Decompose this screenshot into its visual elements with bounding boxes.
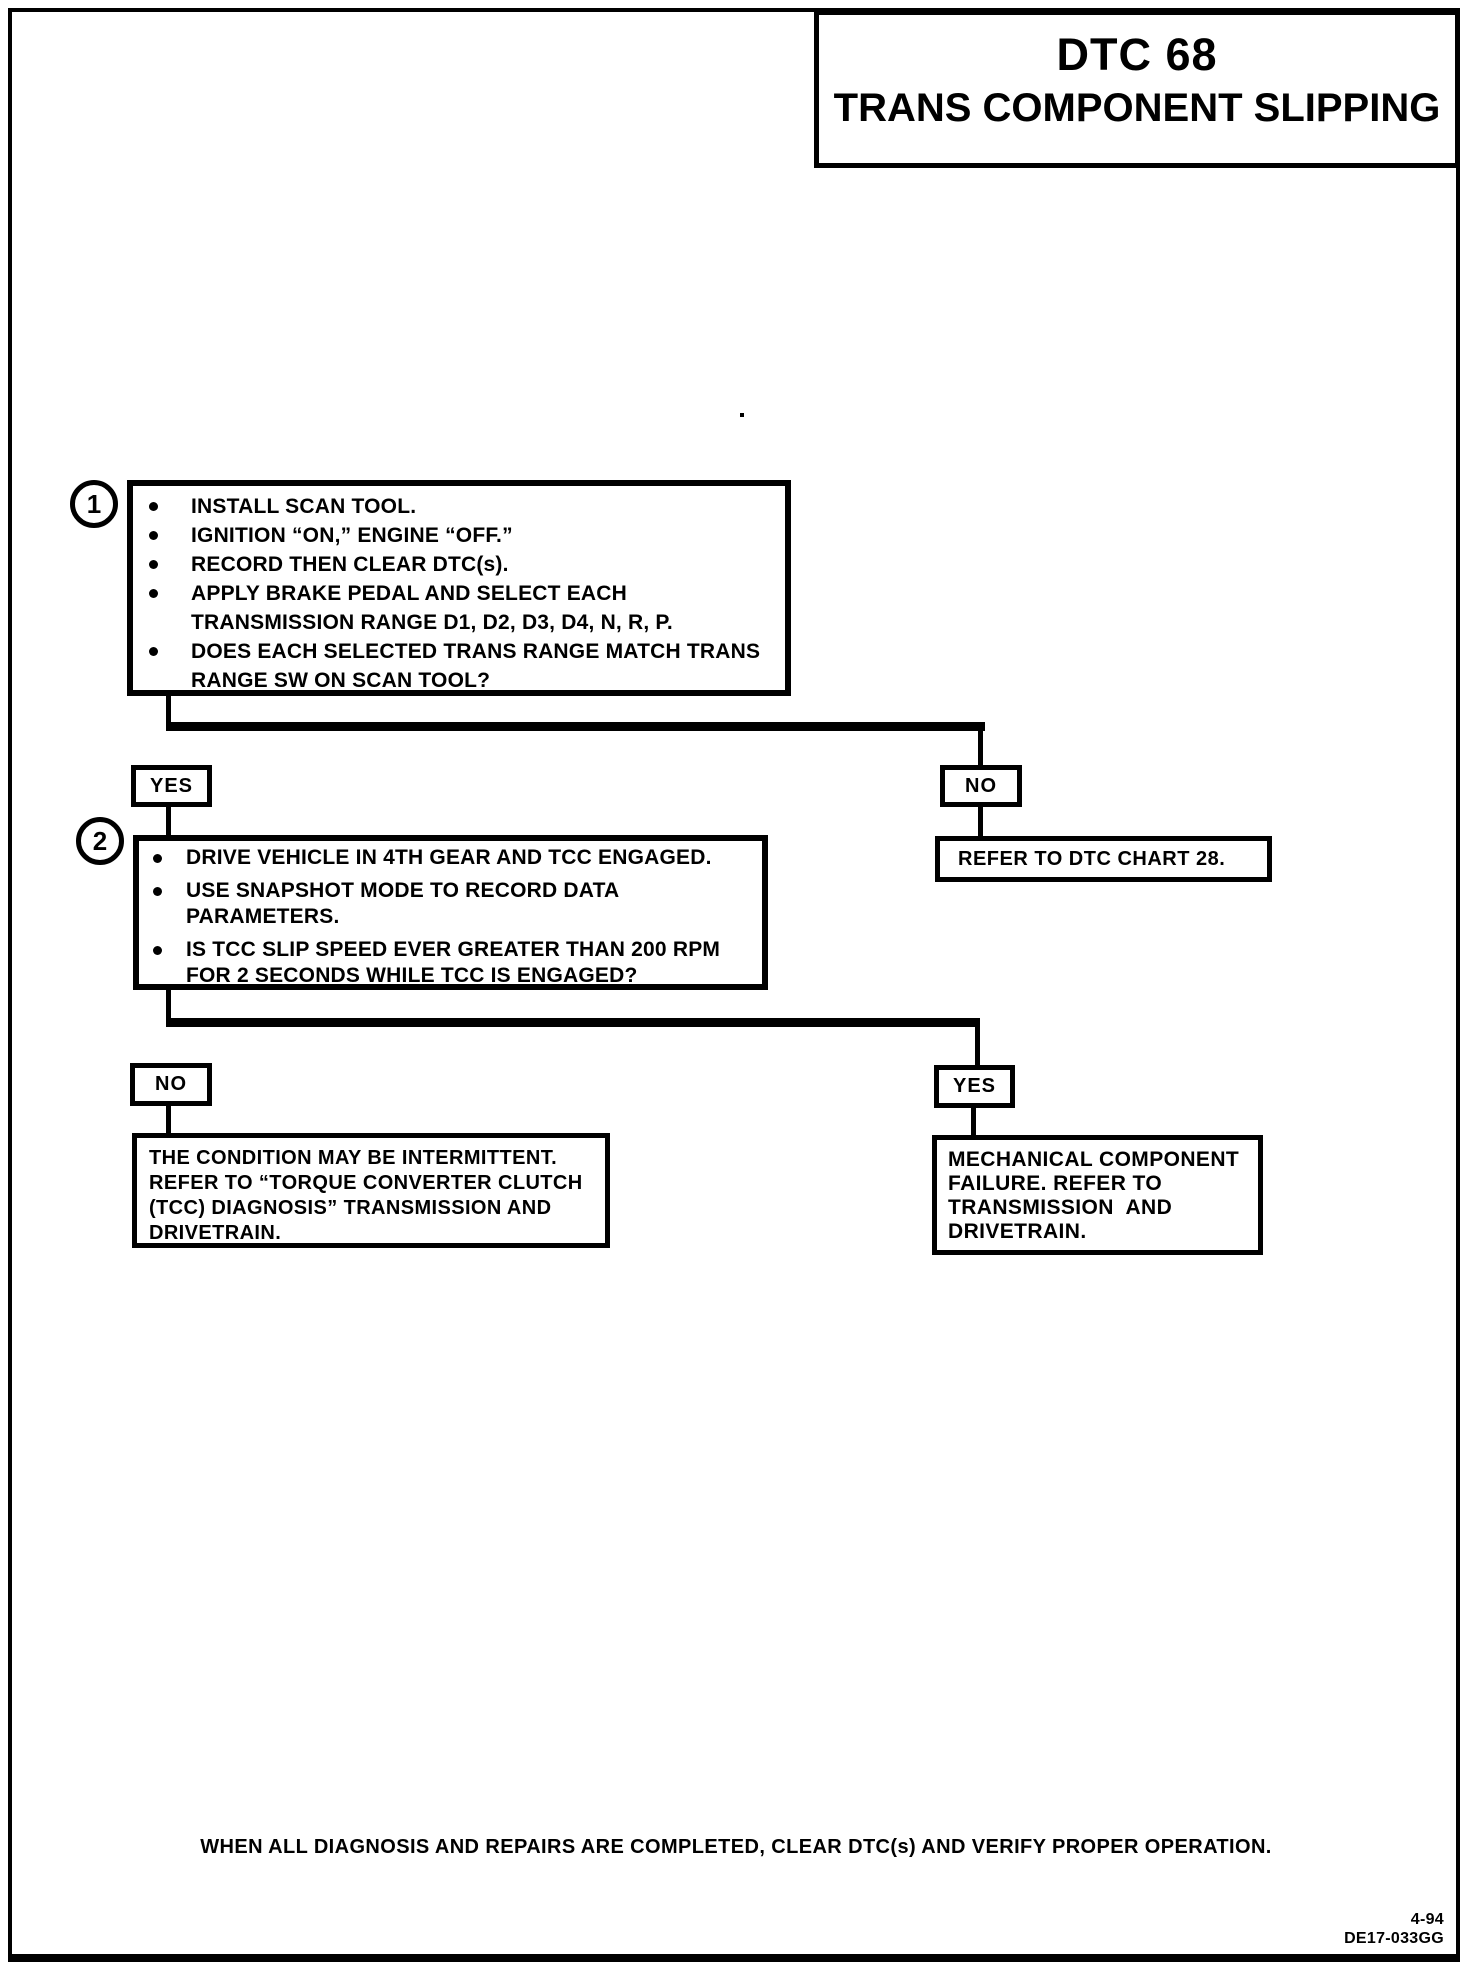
bullet-icon [149, 647, 158, 656]
bullet-item: RECORD THEN CLEAR DTC(s). [149, 550, 777, 579]
flow-line-step2-yes-drop2 [971, 1106, 976, 1137]
bullet-text: IGNITION “ON,” ENGINE “OFF.” [191, 524, 513, 547]
decision-text: YES [149, 774, 194, 797]
step-1-yes-label: YES [131, 765, 212, 807]
bullet-icon [153, 887, 162, 896]
refer-dtc-chart-text: REFER TO DTC CHART 28. [958, 847, 1226, 870]
intermittent-condition-box: THE CONDITION MAY BE INTERMITTENT. REFER… [132, 1133, 610, 1248]
bullet-text: IS TCC SLIP SPEED EVER GREATER THAN 200 … [186, 938, 721, 961]
step-1-number: 1 [86, 488, 102, 519]
bullet-text: USE SNAPSHOT MODE TO RECORD DATA [186, 879, 620, 902]
flow-line-step1-branch [166, 722, 985, 731]
flow-line-step1-no-drop2 [978, 805, 983, 838]
flow-line-step2-branch [166, 1018, 980, 1027]
step-2-number: 2 [92, 825, 108, 856]
step-2-no-label: NO [130, 1063, 212, 1106]
step-1-no-label: NO [940, 765, 1022, 807]
flow-line-step2-no-drop [166, 1104, 171, 1135]
bullet-text: FOR 2 SECONDS WHILE TCC IS ENGAGED? [186, 964, 638, 987]
flow-line-step2-stem [166, 988, 171, 1024]
result-text-line: THE CONDITION MAY BE INTERMITTENT. [149, 1147, 558, 1169]
bullet-text: RANGE SW ON SCAN TOOL? [191, 669, 491, 692]
decision-text: NO [965, 774, 997, 797]
flow-line-step2-yes-drop [975, 1018, 980, 1067]
result-text-line: MECHANICAL COMPONENT [948, 1148, 1240, 1171]
result-text-line: REFER TO “TORQUE CONVERTER CLUTCH [149, 1172, 583, 1194]
bullet-icon [153, 946, 162, 955]
page-footer: 4-94 DE17-033GG [1344, 1910, 1444, 1948]
bullet-text: APPLY BRAKE PEDAL AND SELECT EACH [191, 582, 628, 605]
result-text-line: DRIVETRAIN. [149, 1222, 282, 1244]
scan-artifact-dot [740, 413, 744, 417]
flow-line-step1-no-drop [978, 722, 983, 765]
bullet-item: USE SNAPSHOT MODE TO RECORD DATA PARAMET… [153, 878, 754, 930]
bullet-text: PARAMETERS. [186, 905, 340, 928]
step-2-marker: 2 [76, 817, 124, 865]
bullet-text: RECORD THEN CLEAR DTC(s). [191, 553, 509, 576]
step-1-action-box: INSTALL SCAN TOOL. IGNITION “ON,” ENGINE… [127, 480, 791, 696]
decision-text: YES [952, 1075, 997, 1097]
flow-line-step1-stem [166, 694, 171, 728]
bullet-text: DOES EACH SELECTED TRANS RANGE MATCH TRA… [191, 640, 761, 663]
dtc-title-heading: TRANS COMPONENT SLIPPING [833, 86, 1441, 130]
bullet-item: DOES EACH SELECTED TRANS RANGE MATCH TRA… [149, 637, 777, 695]
bullet-item: DRIVE VEHICLE IN 4TH GEAR AND TCC ENGAGE… [153, 845, 754, 871]
completion-note: WHEN ALL DIAGNOSIS AND REPAIRS ARE COMPL… [200, 1836, 1272, 1858]
page-number: 4-94 [1410, 1911, 1444, 1928]
bullet-item: IGNITION “ON,” ENGINE “OFF.” [149, 521, 777, 550]
result-text-line: (TCC) DIAGNOSIS” TRANSMISSION AND [149, 1197, 552, 1219]
result-text-line: TRANSMISSION AND [948, 1196, 1173, 1219]
result-text-line: DRIVETRAIN. [948, 1220, 1087, 1243]
step-2-action-box: DRIVE VEHICLE IN 4TH GEAR AND TCC ENGAGE… [133, 835, 768, 990]
result-text-line: FAILURE. REFER TO [948, 1172, 1163, 1195]
dtc-number-heading: DTC 68 [1056, 29, 1218, 80]
flow-line-step1-yes-drop [166, 805, 171, 837]
mechanical-failure-box: MECHANICAL COMPONENT FAILURE. REFER TO T… [932, 1135, 1263, 1255]
bullet-item: INSTALL SCAN TOOL. [149, 492, 777, 521]
page-border [8, 8, 1460, 1962]
bullet-item: IS TCC SLIP SPEED EVER GREATER THAN 200 … [153, 937, 754, 989]
decision-text: NO [155, 1073, 187, 1095]
document-code: DE17-033GG [1344, 1930, 1444, 1947]
bullet-item: APPLY BRAKE PEDAL AND SELECT EACH TRANSM… [149, 579, 777, 637]
step-2-yes-label: YES [934, 1065, 1015, 1108]
step-1-marker: 1 [70, 480, 118, 528]
bullet-icon [149, 531, 158, 540]
bullet-text: DRIVE VEHICLE IN 4TH GEAR AND TCC ENGAGE… [186, 846, 712, 869]
bullet-icon [153, 854, 162, 863]
bullet-icon [149, 502, 158, 511]
bullet-icon [149, 589, 158, 598]
bullet-text: TRANSMISSION RANGE D1, D2, D3, D4, N, R,… [191, 611, 673, 634]
refer-dtc-chart-box: REFER TO DTC CHART 28. [935, 836, 1272, 882]
bullet-icon [149, 560, 158, 569]
dtc-header-box: DTC 68 TRANS COMPONENT SLIPPING [814, 10, 1460, 168]
bullet-text: INSTALL SCAN TOOL. [191, 495, 417, 518]
